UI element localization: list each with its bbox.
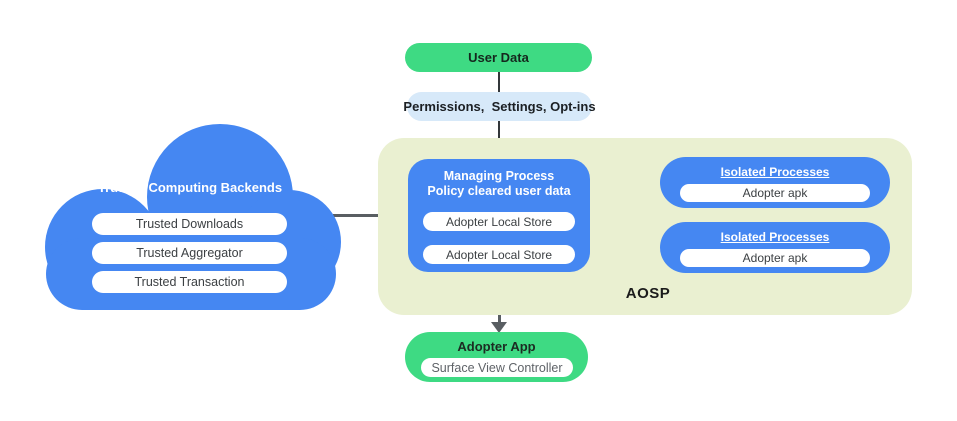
adopter-apk-pill-1: Adopter apk [680,184,870,202]
managing-process-title: Managing Process Policy cleared user dat… [408,169,590,199]
user-data-node: User Data [405,43,592,72]
trusted-transaction-pill: Trusted Transaction [92,271,287,293]
isolated-process-title-2: Isolated Processes [720,230,830,244]
connector-cloud-aosp [333,214,410,217]
permissions-settings-optins-node: Permissions, Settings, Opt-ins [403,92,596,121]
connector-userdata-permissions [498,72,500,92]
managing-process-title-line1: Managing Process [443,169,555,183]
trusted-downloads-pill: Trusted Downloads [92,213,287,235]
adopter-apk-pill-2: Adopter apk [680,249,870,267]
surface-view-controller-pill: Surface View Controller [421,358,573,377]
cloud-title: Trusted Computing Backends [97,180,283,195]
trusted-aggregator-pill: Trusted Aggregator [92,242,287,264]
managing-process-title-line2: Policy cleared user data [427,184,571,198]
adopter-local-store-pill-1: Adopter Local Store [423,212,575,231]
arrow-down-icon [491,322,507,333]
aosp-label: AOSP [625,285,671,302]
adopter-local-store-pill-2: Adopter Local Store [423,245,575,264]
isolated-process-title-1: Isolated Processes [720,165,830,179]
adopter-app-title: Adopter App [457,339,536,354]
